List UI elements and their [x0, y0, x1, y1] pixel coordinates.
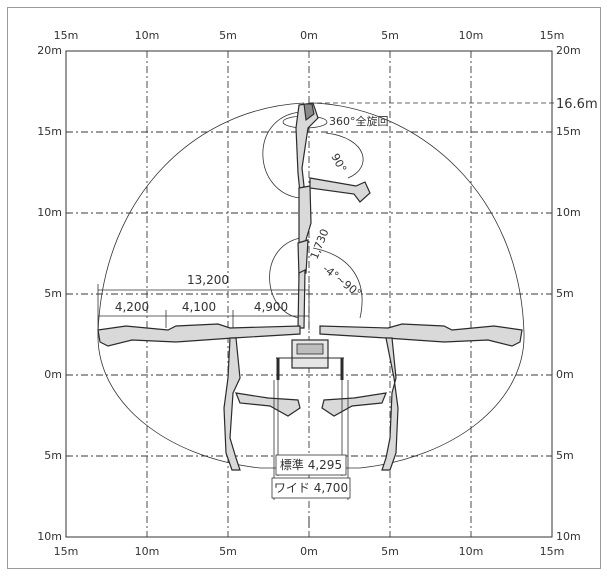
- right-label-0m: 0m: [556, 368, 574, 381]
- width-standard-box: [275, 454, 347, 476]
- angle-top-label: 90°: [328, 151, 349, 174]
- top-label-10m-right: 10m: [459, 29, 484, 42]
- right-label-minus5m: 5m: [556, 449, 574, 462]
- working-range-envelope-right: [313, 102, 525, 469]
- top-label-0m: 0m: [300, 29, 318, 42]
- truck-windshield: [296, 343, 324, 355]
- lower-arm-left: [235, 392, 301, 417]
- boom-upper-section: [295, 102, 319, 195]
- max-height-label: 16.6m: [556, 97, 598, 112]
- right-label-10m: 10m: [556, 206, 581, 219]
- top-label-5m-left: 5m: [219, 29, 237, 42]
- left-label-5m: 5m: [44, 287, 62, 300]
- lower-rotation-arc: [269, 237, 301, 319]
- left-label-20m: 20m: [37, 44, 62, 57]
- boom-horizontal-left: [97, 323, 301, 347]
- bottom-label-10m-right: 10m: [459, 545, 484, 558]
- reach-segment-2-label: 4,100: [182, 300, 216, 314]
- outrigger-left: [223, 337, 241, 471]
- boom-middle-section: [298, 185, 312, 247]
- right-label-15m: 15m: [556, 125, 581, 138]
- left-label-minus5m: 5m: [44, 449, 62, 462]
- right-label-20m: 20m: [556, 44, 581, 57]
- width-wide-label: ワイド 4,700: [274, 481, 348, 495]
- bottom-label-15m-left: 15m: [54, 545, 79, 558]
- upper-rotation-arc: [262, 111, 301, 199]
- boom-lower-section: [297, 239, 309, 277]
- left-label-minus10m: 10m: [37, 530, 62, 543]
- left-label-10m: 10m: [37, 206, 62, 219]
- top-label-5m-right: 5m: [381, 29, 399, 42]
- bottom-label-5m-left: 5m: [219, 545, 237, 558]
- right-label-5m: 5m: [556, 287, 574, 300]
- bottom-label-5m-right: 5m: [381, 545, 399, 558]
- bottom-label-10m-left: 10m: [135, 545, 160, 558]
- rotation-label: 360°全旋回: [329, 114, 389, 128]
- width-wide-box: [271, 477, 351, 499]
- angle-range-label: -4°~90°: [320, 262, 364, 300]
- outrigger-right: [381, 337, 399, 471]
- upper-angle-arc: [325, 132, 364, 179]
- reach-segment-3-label: 4,900: [254, 300, 288, 314]
- segment-length-label: 1,730: [308, 227, 332, 261]
- working-range-diagram: 15m 10m 5m 0m 5m 10m 15m 15m 10m 5m 0m 5…: [37, 29, 598, 558]
- boom-base-section: [297, 269, 306, 329]
- lower-arm-right: [321, 392, 387, 417]
- width-standard-label: 標準 4,295: [280, 457, 342, 472]
- top-label-15m-right: 15m: [540, 29, 565, 42]
- top-label-10m-left: 10m: [135, 29, 160, 42]
- reach-segment-1-label: 4,200: [115, 300, 149, 314]
- diagram-frame: 15m 10m 5m 0m 5m 10m 15m 15m 10m 5m 0m 5…: [7, 7, 601, 569]
- left-label-0m: 0m: [44, 368, 62, 381]
- left-label-15m: 15m: [37, 125, 62, 138]
- side-arm-upper: [309, 177, 371, 203]
- boom-horizontal-right: [319, 323, 523, 347]
- right-label-minus10m: 10m: [556, 530, 581, 543]
- top-label-15m-left: 15m: [54, 29, 79, 42]
- boom-angle-arc: [312, 247, 363, 319]
- reach-total-label: 13,200: [187, 273, 229, 287]
- bottom-label-0m: 0m: [300, 545, 318, 558]
- bottom-label-15m-right: 15m: [540, 545, 565, 558]
- boom-tip-bucket: [303, 103, 315, 122]
- working-range-envelope-left: [97, 102, 305, 469]
